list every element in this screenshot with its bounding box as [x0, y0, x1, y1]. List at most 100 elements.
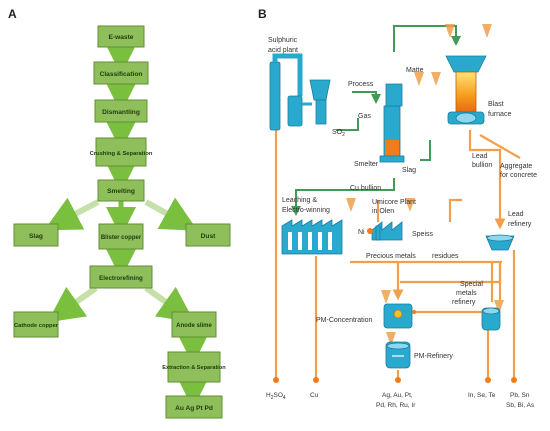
step-classification: Classification — [93, 61, 149, 85]
input-chevron-icon — [414, 72, 424, 86]
dot-special-icon — [485, 377, 491, 383]
pm-refinery — [385, 341, 411, 369]
dot-precious-icon — [395, 377, 401, 383]
label-precious-metals: Precious metals — [366, 253, 416, 260]
label-special-out: In, Se, Te — [468, 392, 496, 399]
step-smelting: Smelting — [97, 179, 145, 202]
output-label: Dust — [201, 233, 216, 240]
umicore-plant — [367, 221, 403, 241]
arrow-electro-anode — [144, 285, 195, 323]
step-label: Dismantling — [102, 109, 140, 116]
input-chevron-icon — [386, 332, 396, 346]
step-ewaste: E-waste — [97, 25, 145, 48]
leaching-plant — [281, 219, 343, 255]
panel-a-letter: A — [8, 7, 17, 21]
step-label: Electrorefining — [99, 275, 143, 282]
flow-so2 — [336, 118, 359, 131]
label-lead-out-2: Sb, Bi, As — [506, 402, 535, 409]
input-chevron-icon — [381, 290, 391, 304]
flow-speiss — [448, 198, 462, 222]
output-anode-slime: Anode slime — [171, 311, 217, 338]
green-flows — [291, 25, 461, 216]
step-label: Extraction & Separation — [162, 365, 226, 371]
orange-flows — [274, 130, 521, 378]
flow-aggregate — [479, 134, 521, 159]
input-chevron-icon — [405, 198, 415, 212]
label-lead-out-1: Pb, Sn — [510, 392, 530, 399]
label-aggregate-1: Aggregate — [500, 163, 532, 170]
lead-refinery — [485, 234, 515, 251]
step-label: Crushing & Separation — [90, 151, 153, 157]
output-slag: Slag — [13, 223, 59, 247]
panel-a-flowchart: E-waste Classification Dismantling Crush… — [13, 25, 231, 419]
flow-process-gas — [352, 91, 381, 104]
label-special-3: refinery — [452, 299, 476, 306]
pm-concentration — [383, 303, 416, 329]
output-dust: Dust — [185, 223, 231, 247]
step-label: Smelting — [107, 188, 135, 195]
step-extraction: Extraction & Separation — [162, 351, 226, 383]
arrow-smelting-slag — [44, 197, 100, 231]
label-sulphuric-1: Sulphuric — [268, 37, 298, 44]
label-slag: Slag — [402, 167, 416, 174]
label-umicore-2: in Olen — [372, 208, 394, 215]
label-leaching-2: Electro-winning — [282, 207, 330, 214]
panel-b-labels: Sulphuric acid plant Process Matte Gas S… — [266, 37, 537, 409]
flow-return — [420, 140, 431, 161]
label-pm-concentration: PM-Concentration — [316, 317, 373, 324]
label-cu: Cu — [310, 392, 319, 399]
label-special-2: metals — [456, 290, 477, 297]
step-blister: Blister copper — [98, 223, 144, 250]
output-label: Anode slime — [176, 323, 212, 329]
step-crushing: Crushing & Separation — [90, 137, 153, 167]
label-ni: Ni — [358, 229, 365, 236]
output-label: Slag — [29, 233, 43, 240]
panel-b-process: Sulphuric acid plant Process Matte Gas S… — [266, 24, 537, 409]
flow-cu-bullion — [291, 178, 395, 216]
dot-cu-icon — [313, 377, 319, 383]
flow-matte — [393, 25, 461, 52]
special-metals-refinery — [481, 307, 501, 331]
flow-lead-bullion — [468, 130, 506, 230]
label-matte: Matte — [406, 67, 424, 74]
label-smelter: Smelter — [354, 161, 379, 168]
step-label: Classification — [100, 71, 143, 78]
label-gas: Gas — [358, 113, 371, 120]
input-chevron-icon — [445, 24, 455, 38]
step-electrorefining: Electrorefining — [89, 265, 153, 289]
panel-b-letter: B — [258, 7, 267, 21]
label-umicore-1: Umicore Plant — [372, 199, 416, 206]
sulphuric-acid-plant — [269, 53, 331, 131]
label-so2: SO2 — [332, 129, 345, 138]
flow-lead-to-pm — [400, 262, 502, 284]
label-aggregate-2: for concrete — [500, 172, 537, 179]
main-arrows — [106, 45, 208, 409]
input-chevrons — [346, 24, 504, 346]
input-chevron-icon — [431, 72, 441, 86]
arrow-smelting-dust — [144, 197, 198, 231]
dot-lead-icon — [511, 377, 517, 383]
label-cu-bullion: Cu bullion — [350, 185, 381, 192]
output-cathode-copper: Cathode copper — [13, 311, 59, 338]
step-final-metals: Au Ag Pt Pd — [165, 395, 223, 419]
label-residues: residues — [432, 253, 459, 260]
label-precious-out-1: Ag, Au, Pt, — [382, 392, 413, 399]
label-leaching-1: Leaching & — [282, 197, 317, 204]
smelter — [379, 83, 405, 163]
dot-h2so4-icon — [273, 377, 279, 383]
label-precious-out-2: Pd, Rh, Ru, Ir — [376, 402, 416, 409]
label-sulphuric-2: acid plant — [268, 47, 298, 54]
label-h2so4: H2SO4 — [266, 392, 286, 401]
label-lead-ref-2: refinery — [508, 221, 532, 228]
label-lead-2: bullion — [472, 162, 492, 169]
output-label: Cathode copper — [14, 323, 59, 329]
arrow-electro-cathode — [47, 285, 98, 323]
blast-furnace — [445, 55, 487, 125]
step-dismantling: Dismantling — [94, 99, 148, 123]
step-label: Blister copper — [101, 235, 142, 241]
step-label: Au Ag Pt Pd — [175, 405, 213, 412]
label-special-1: Special — [460, 281, 483, 288]
input-chevron-icon — [346, 198, 356, 212]
label-pm-refinery: PM-Refinery — [414, 353, 453, 360]
